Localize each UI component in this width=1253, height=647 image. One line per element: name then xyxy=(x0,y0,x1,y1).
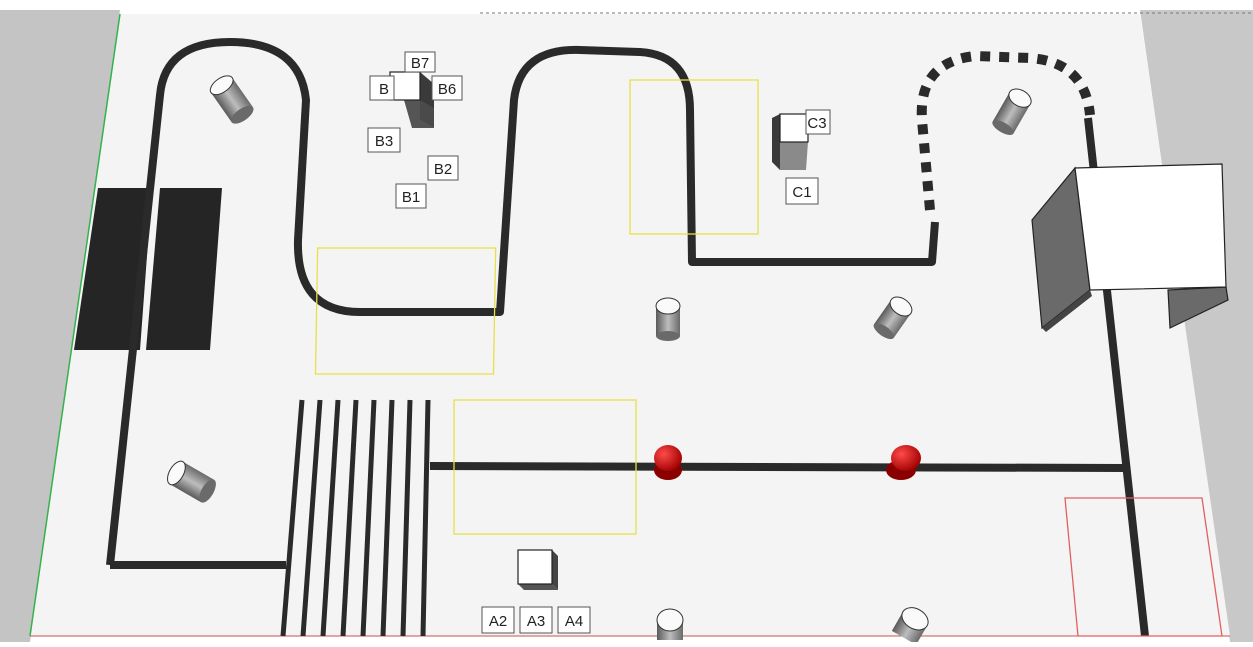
zone-yellow-center[interactable] xyxy=(453,399,637,535)
cylinder[interactable] xyxy=(655,297,681,341)
zone-red[interactable] xyxy=(1064,497,1223,637)
cylinder[interactable] xyxy=(656,608,684,640)
label-a3: A3 xyxy=(519,606,553,634)
cylinder[interactable] xyxy=(164,458,219,505)
red-ball[interactable] xyxy=(886,445,921,480)
label-b1: B1 xyxy=(395,183,427,209)
svg-text:C1: C1 xyxy=(792,184,811,201)
block-a[interactable] xyxy=(517,549,558,590)
label-c1: C1 xyxy=(785,177,819,205)
zone-yellow-left[interactable] xyxy=(314,247,497,375)
svg-text:A3: A3 xyxy=(527,613,545,630)
svg-text:B7: B7 xyxy=(411,55,429,72)
start-block-left xyxy=(74,188,152,350)
stripe-zone xyxy=(280,399,431,637)
svg-text:A4: A4 xyxy=(565,613,583,630)
svg-text:B1: B1 xyxy=(402,189,420,206)
cylinder[interactable] xyxy=(891,603,932,645)
label-b3: B3 xyxy=(367,127,401,153)
label-b7: B7 xyxy=(404,51,436,73)
label-b6: B6 xyxy=(431,75,463,101)
svg-text:A2: A2 xyxy=(489,613,507,630)
track-left-loop xyxy=(106,38,939,566)
label-b5: B xyxy=(369,75,395,101)
red-ball[interactable] xyxy=(654,445,682,480)
cylinder[interactable] xyxy=(871,293,915,342)
svg-text:C3: C3 xyxy=(807,115,826,132)
block-c[interactable] xyxy=(772,113,809,170)
tunnel[interactable] xyxy=(1031,163,1229,332)
svg-text:B: B xyxy=(379,81,389,98)
cylinder[interactable] xyxy=(990,85,1034,138)
svg-text:B3: B3 xyxy=(375,133,393,150)
board-edge-green xyxy=(29,13,121,637)
svg-text:B2: B2 xyxy=(434,161,452,178)
block-b[interactable] xyxy=(389,71,434,128)
label-c3: C3 xyxy=(805,109,831,135)
zone-yellow-top[interactable] xyxy=(629,79,759,235)
svg-text:B6: B6 xyxy=(438,81,456,98)
start-block-right xyxy=(146,188,222,350)
label-a2: A2 xyxy=(481,606,515,634)
ground-left xyxy=(0,10,120,642)
label-b2: B2 xyxy=(427,155,459,181)
label-a4: A4 xyxy=(557,606,591,634)
track-center-horizontal xyxy=(429,462,1126,472)
cylinder[interactable] xyxy=(207,72,256,127)
